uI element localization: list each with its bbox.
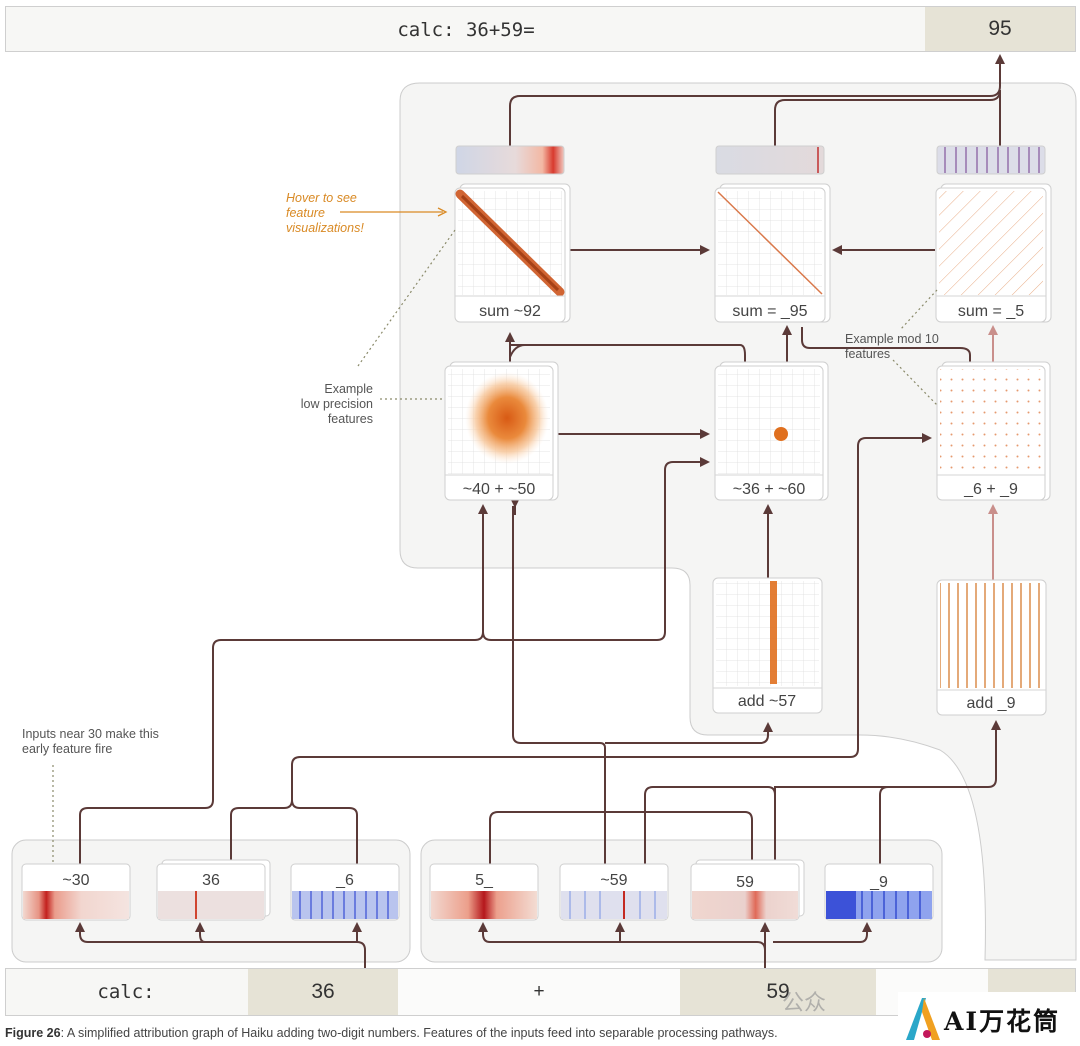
input-card-59b	[690, 859, 805, 921]
token-36: 36	[248, 969, 398, 1015]
caption-label: Figure 26	[5, 1026, 61, 1040]
input-token-bar: calc: 36 + 59	[5, 968, 1076, 1016]
label-f30: ~30	[62, 872, 89, 889]
label-36-60: ~36 + ~60	[733, 481, 806, 498]
label-f36: 36	[202, 872, 220, 889]
card-sum-95	[714, 183, 831, 323]
card-add-57	[712, 577, 823, 714]
input-card-36	[156, 859, 271, 921]
caption-text: : A simplified attribution graph of Haik…	[60, 1026, 778, 1040]
label-f59a: ~59	[600, 872, 627, 889]
token-59: 59	[680, 969, 876, 1015]
card-sum-5	[935, 183, 1052, 323]
card-36-60	[714, 361, 829, 501]
label-sum-92: sum ~92	[479, 303, 541, 320]
card-add-9	[936, 579, 1047, 716]
label-6-9: _6 + _9	[963, 481, 1018, 498]
label-f59b: 59	[736, 874, 754, 891]
figure-caption: Figure 26: A simplified attribution grap…	[5, 1026, 885, 1040]
card-sum-92	[454, 183, 571, 323]
label-sum-5: sum = _5	[958, 303, 1024, 320]
hover-line-1: Hover to see	[286, 191, 357, 205]
card-6-9	[936, 361, 1051, 501]
prompt-text: calc: 36+59=	[397, 19, 535, 41]
token-plus: +	[398, 969, 680, 1015]
card-40-50	[444, 361, 559, 501]
logo-text: AI万花筒	[944, 1007, 1061, 1036]
lowprec-line-1: Example	[324, 382, 373, 396]
input-card-30	[21, 863, 131, 921]
token-calc: calc:	[97, 981, 155, 1003]
input-card-59a	[559, 863, 669, 921]
label-40-50: ~40 + ~50	[463, 481, 536, 498]
strip-sum-5	[936, 145, 1046, 175]
input-card-9	[824, 863, 934, 921]
label-sum-95: sum = _95	[732, 303, 807, 320]
logo-mark-icon	[906, 998, 940, 1040]
connection-lines	[75, 54, 1005, 968]
label-add-57: add ~57	[738, 693, 796, 710]
near30-line-1: Inputs near 30 make this	[22, 727, 159, 741]
logo: AI万花筒	[898, 992, 1080, 1046]
label-add-9: add _9	[967, 695, 1016, 712]
strip-sum-95	[715, 145, 825, 175]
lowprec-line-3: features	[328, 412, 373, 426]
hover-line-3: visualizations!	[286, 221, 364, 235]
watermark-text: 公众	[782, 990, 827, 1015]
mod10-line-1: Example mod 10	[845, 332, 939, 346]
label-f9: _9	[869, 874, 888, 891]
input-group-panel-b	[420, 839, 943, 963]
mod10-line-2: features	[845, 347, 890, 361]
answer-cell: 95	[925, 7, 1075, 51]
label-f5: 5_	[475, 872, 494, 889]
strip-sum-92	[455, 145, 565, 175]
input-card-5	[429, 863, 539, 921]
lowprec-line-2: low precision	[301, 397, 373, 411]
label-f6: _6	[335, 872, 354, 889]
near30-line-2: early feature fire	[22, 742, 112, 756]
hover-line-2: feature	[286, 206, 325, 220]
input-card-6	[290, 863, 400, 921]
prompt-bar: calc: 36+59= 95	[5, 6, 1076, 52]
